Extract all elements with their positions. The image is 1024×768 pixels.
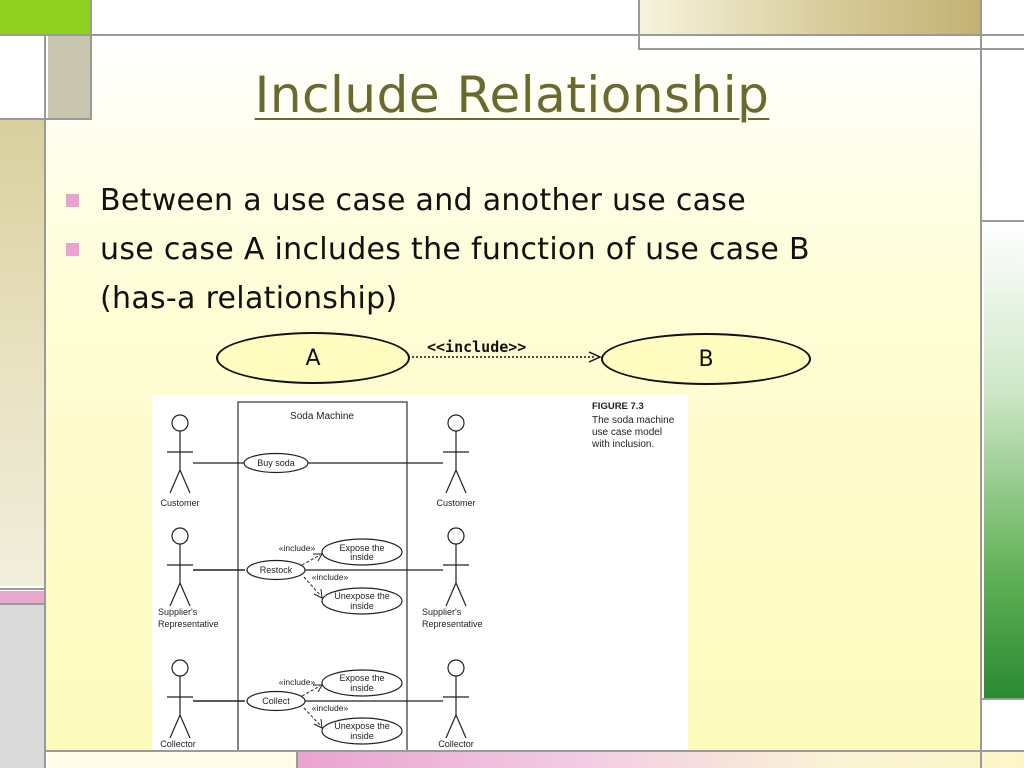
svg-text:Buy soda: Buy soda	[257, 458, 295, 468]
frame-line	[90, 0, 92, 120]
frame-line	[638, 0, 640, 50]
top-right-gold-block	[640, 0, 982, 35]
include-label: «include»	[312, 572, 349, 582]
actor-label: Customer	[436, 498, 475, 508]
actor-label: Customer	[160, 498, 199, 508]
svg-text:Collect: Collect	[262, 696, 290, 706]
figure-caption-title: FIGURE 7.3	[592, 401, 644, 412]
use-case-b-label: B	[698, 346, 714, 372]
include-label: «include»	[312, 703, 349, 713]
bullet-text-continuation: (has-a relationship)	[100, 281, 398, 316]
left-gray-block	[48, 36, 90, 118]
use-case-restock	[246, 559, 306, 581]
left-khaki-block	[0, 120, 44, 586]
figure-caption-line-3: with inclusion.	[591, 439, 654, 450]
svg-text:inside: inside	[350, 552, 374, 562]
actor-label: Supplier's	[158, 607, 198, 617]
actor-label: Collector	[438, 739, 474, 749]
frame-line	[638, 48, 1024, 50]
use-case-a-label: A	[305, 345, 321, 371]
svg-text:inside: inside	[350, 731, 374, 741]
include-relation-label: <<include>>	[427, 338, 527, 356]
use-case-collect	[246, 690, 306, 712]
bullet-text-2: use case A includes the function of use …	[100, 232, 810, 267]
system-name: Soda Machine	[290, 411, 354, 422]
include-label: «include»	[279, 543, 316, 553]
system-boundary	[237, 401, 408, 750]
actor-label: Representative	[158, 619, 219, 629]
frame-line	[980, 0, 982, 768]
use-case-unexpose-1	[321, 587, 403, 615]
svg-text:Unexpose the: Unexpose the	[334, 591, 390, 601]
right-green-block	[984, 222, 1024, 698]
frame-line	[0, 34, 1024, 36]
figure-caption-line-2: use case model	[592, 427, 662, 438]
frame-line	[0, 118, 92, 120]
svg-text:Expose the: Expose the	[339, 673, 384, 683]
actor-label: Representative	[422, 619, 483, 629]
figure-caption-line-1: The soda machine	[592, 415, 675, 426]
soda-machine-use-case-figure: Soda Machine FIGURE 7.3 The soda machine…	[152, 395, 688, 750]
page-title: Include Relationship	[254, 66, 770, 124]
use-case-expose-2	[321, 669, 403, 697]
use-case-b-ellipse: B	[601, 333, 811, 385]
frame-line	[982, 698, 1024, 700]
bullet-text-1: Between a use case and another use case	[100, 183, 746, 218]
frame-line	[46, 750, 1024, 752]
svg-text:Expose the: Expose the	[339, 543, 384, 553]
include-label: «include»	[279, 677, 316, 687]
left-lightgray-block	[0, 604, 44, 768]
include-arrow	[408, 351, 602, 363]
frame-line	[0, 588, 46, 590]
frame-line	[296, 750, 298, 768]
svg-text:Restock: Restock	[260, 565, 293, 575]
bullet-marker	[66, 194, 79, 207]
use-case-a-ellipse: A	[216, 332, 410, 384]
frame-line	[982, 220, 1024, 222]
left-pink-strip	[0, 591, 44, 603]
use-case-buy-soda	[243, 452, 309, 474]
use-case-expose-1	[321, 538, 403, 566]
use-case-unexpose-2	[321, 717, 403, 745]
svg-text:inside: inside	[350, 601, 374, 611]
bottom-pink-strip	[298, 752, 1024, 768]
bottom-cream-block	[48, 752, 296, 768]
frame-line	[0, 603, 46, 605]
bullet-marker	[66, 243, 79, 256]
actor-label: Collector	[160, 739, 196, 749]
svg-text:Unexpose the: Unexpose the	[334, 721, 390, 731]
corner-green-block	[0, 0, 90, 34]
actor-label: Supplier's	[422, 607, 462, 617]
svg-text:inside: inside	[350, 683, 374, 693]
frame-line	[44, 34, 46, 768]
